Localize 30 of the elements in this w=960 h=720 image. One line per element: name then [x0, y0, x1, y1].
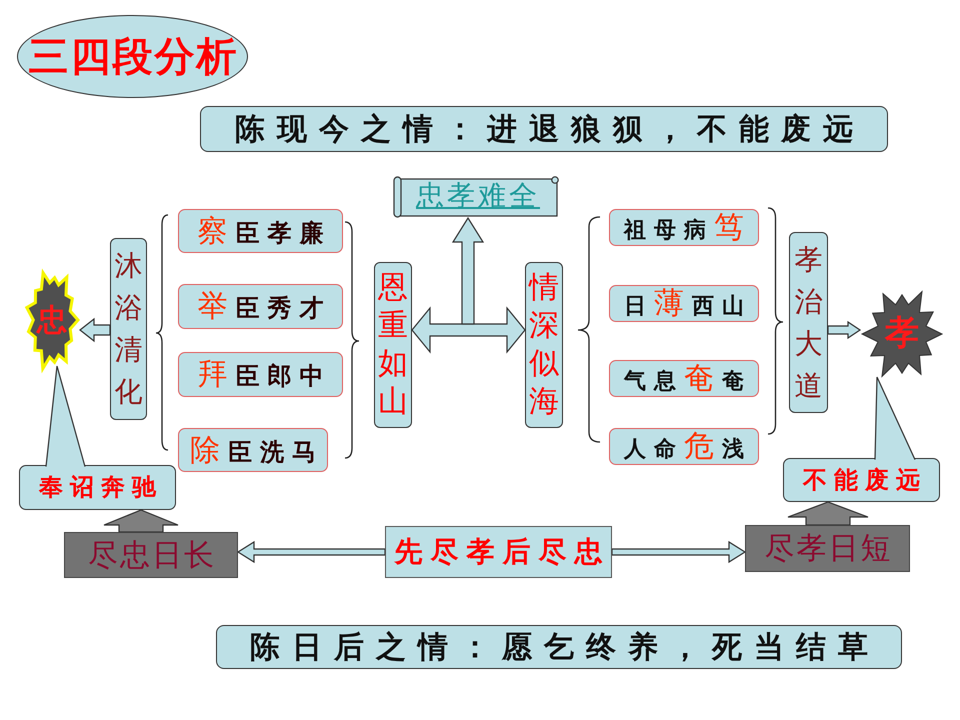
block-arrow: [611, 540, 746, 564]
title: 三四段分析: [17, 15, 248, 98]
principle-box: 先尽孝后尽忠: [385, 526, 612, 578]
phrase-box: 拜臣郎中: [178, 352, 343, 397]
starburst: 忠: [24, 266, 80, 374]
phrase-box: 气息奄奄: [609, 360, 759, 397]
statement-box: 陈现今之情：进退狼狈，不能废远: [200, 106, 888, 152]
double-headed-arrow: [411, 306, 526, 354]
callout-pointer: [45, 365, 86, 468]
phrase-box: 察臣孝廉: [178, 209, 343, 253]
conclusion-box: 尽孝日短: [745, 525, 910, 572]
phrase-box: 日薄西山: [609, 285, 759, 322]
phrase-box: 举臣秀才: [178, 284, 343, 329]
vertical-text-box: 恩重如山: [374, 262, 412, 428]
vertical-text-box: 孝治大道: [789, 232, 828, 413]
phrase-box: 人命危浅: [609, 428, 759, 465]
block-arrow: [103, 509, 179, 533]
phrase-box: 除臣洗马: [178, 428, 328, 472]
callout-box: 奉诏奔驰: [19, 465, 176, 510]
vertical-text-box: 情深似海: [525, 262, 563, 428]
conclusion-box: 尽忠日长: [64, 532, 238, 578]
vertical-text-box: 沐浴清化: [110, 238, 147, 420]
block-arrow: [79, 318, 111, 342]
callout-pointer: [874, 376, 916, 460]
up-arrow: [452, 216, 484, 325]
block-arrow: [787, 501, 869, 526]
block-arrow: [827, 320, 862, 340]
block-arrow: [236, 540, 386, 564]
statement-box: 陈日后之情：愿乞终养，死当结草: [216, 625, 902, 669]
phrase-box: 祖母病笃: [609, 209, 759, 246]
